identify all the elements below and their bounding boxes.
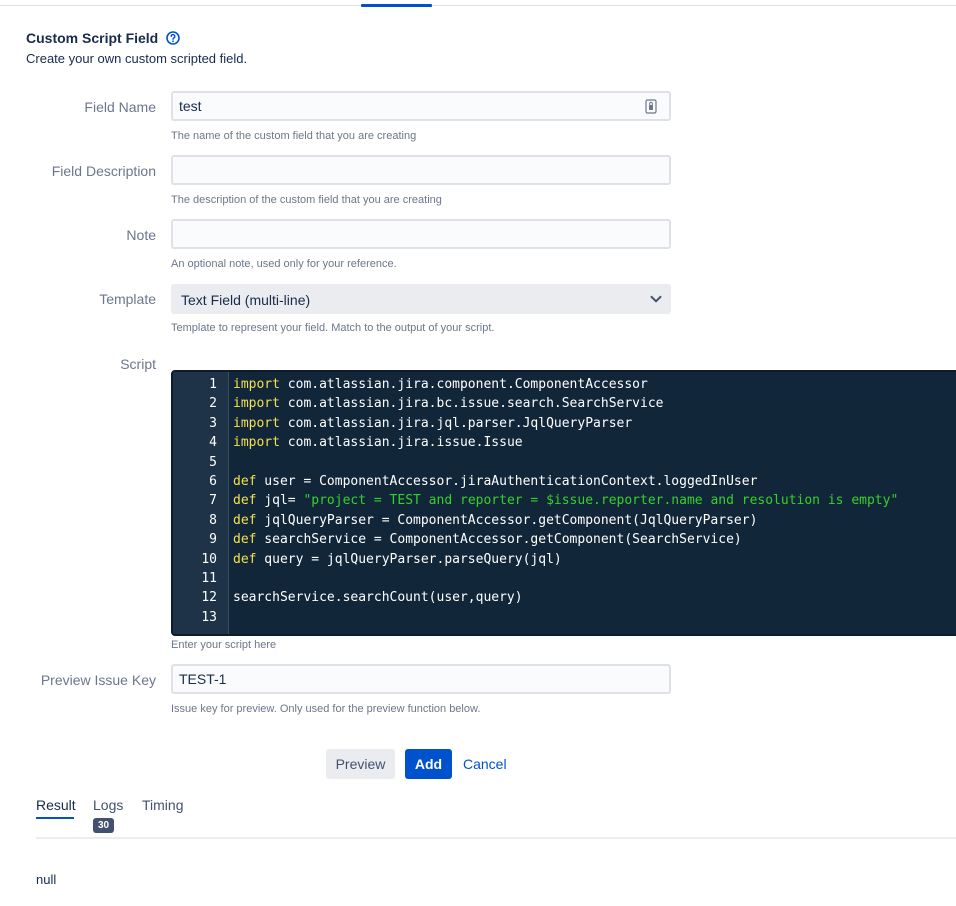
line-number: 4 <box>209 435 217 451</box>
code-text: import com.atlassian.jira.component.Comp… <box>233 377 648 392</box>
field-name-value: test <box>179 98 202 114</box>
code-keyword: def <box>233 493 257 509</box>
page-header: Custom Script Field <box>26 30 181 46</box>
line-number: 9 <box>209 532 217 548</box>
code-keyword: def <box>233 512 257 528</box>
template-hint: Template to represent your field. Match … <box>171 322 495 334</box>
preview-issue-key-input[interactable]: TEST-1 <box>171 664 671 694</box>
template-select[interactable]: Text Field (multi-line) <box>171 284 671 314</box>
field-name-label: Field Name <box>84 99 156 115</box>
chevron-down-icon <box>649 292 663 306</box>
tabs-divider <box>36 837 956 839</box>
code-text: import com.atlassian.jira.jql.parser.Jql… <box>233 415 633 431</box>
line-number: 1 <box>209 377 217 392</box>
line-number: 13 <box>201 609 217 625</box>
code-text: def searchService = ComponentAccessor.ge… <box>233 532 742 548</box>
line-number-gutter <box>173 372 229 634</box>
preview-button[interactable]: Preview <box>326 749 395 779</box>
line-number: 7 <box>209 493 217 509</box>
code-keyword: import <box>233 377 280 392</box>
code-keyword: import <box>233 415 280 431</box>
page-title: Custom Script Field <box>26 30 159 46</box>
add-button[interactable]: Add <box>405 749 452 779</box>
field-description-input[interactable] <box>171 155 671 185</box>
line-number: 3 <box>209 415 217 431</box>
note-label: Note <box>126 227 156 243</box>
active-tab-indicator <box>36 817 74 819</box>
preview-issue-key-label: Preview Issue Key <box>40 672 156 688</box>
code-keyword: import <box>233 396 280 412</box>
tab-result[interactable]: Result <box>36 797 76 813</box>
tab-logs[interactable]: Logs <box>93 797 124 813</box>
template-label: Template <box>99 291 156 307</box>
top-divider <box>0 5 956 6</box>
line-number: 8 <box>209 512 217 528</box>
help-icon[interactable] <box>166 31 181 45</box>
code-text: import com.atlassian.jira.bc.issue.searc… <box>233 396 664 412</box>
code-text: def query = jqlQueryParser.parseQuery(jq… <box>233 551 562 567</box>
code-keyword: def <box>233 551 257 567</box>
code-keyword: def <box>233 474 257 489</box>
code-string: "project = TEST and reporter = $issue.re… <box>303 493 899 509</box>
code-text: import com.atlassian.jira.issue.Issue <box>233 435 523 451</box>
code-keyword: import <box>233 435 280 451</box>
note-input[interactable] <box>171 219 671 249</box>
field-name-hint: The name of the custom field that you ar… <box>171 130 417 142</box>
logs-count-badge: 30 <box>93 818 114 833</box>
cancel-link[interactable]: Cancel <box>463 756 507 772</box>
template-selected-value: Text Field (multi-line) <box>181 292 311 308</box>
script-label: Script <box>120 356 156 372</box>
script-hint: Enter your script here <box>171 639 277 651</box>
line-number: 6 <box>209 474 217 489</box>
preview-issue-key-hint: Issue key for preview. Only used for the… <box>171 703 481 715</box>
field-description-hint: The description of the custom field that… <box>171 194 442 206</box>
tab-timing[interactable]: Timing <box>142 797 184 813</box>
line-number: 2 <box>209 396 217 412</box>
password-manager-icon[interactable] <box>645 99 657 114</box>
script-editor[interactable]: 1 import com.atlassian.jira.component.Com… <box>171 370 956 636</box>
preview-issue-key-value: TEST-1 <box>179 671 227 687</box>
line-number: 11 <box>201 571 217 586</box>
field-name-input[interactable]: test <box>171 91 671 121</box>
page-subtitle: Create your own custom scripted field. <box>26 51 248 66</box>
code-text: def jqlQueryParser = ComponentAccessor.g… <box>233 512 758 528</box>
code-text: def user = ComponentAccessor.jiraAuthent… <box>233 474 758 489</box>
line-number: 12 <box>201 590 217 606</box>
field-description-label: Field Description <box>51 163 156 179</box>
code-keyword: def <box>233 532 257 548</box>
code-text: def jql= "project = TEST and reporter = … <box>233 493 899 509</box>
code-text: searchService.searchCount(user,query) <box>233 590 523 606</box>
line-number: 10 <box>201 551 217 567</box>
note-hint: An optional note, used only for your ref… <box>171 258 397 270</box>
line-number: 5 <box>209 454 217 470</box>
result-output: null <box>36 872 57 887</box>
active-top-tab-indicator <box>361 4 432 7</box>
